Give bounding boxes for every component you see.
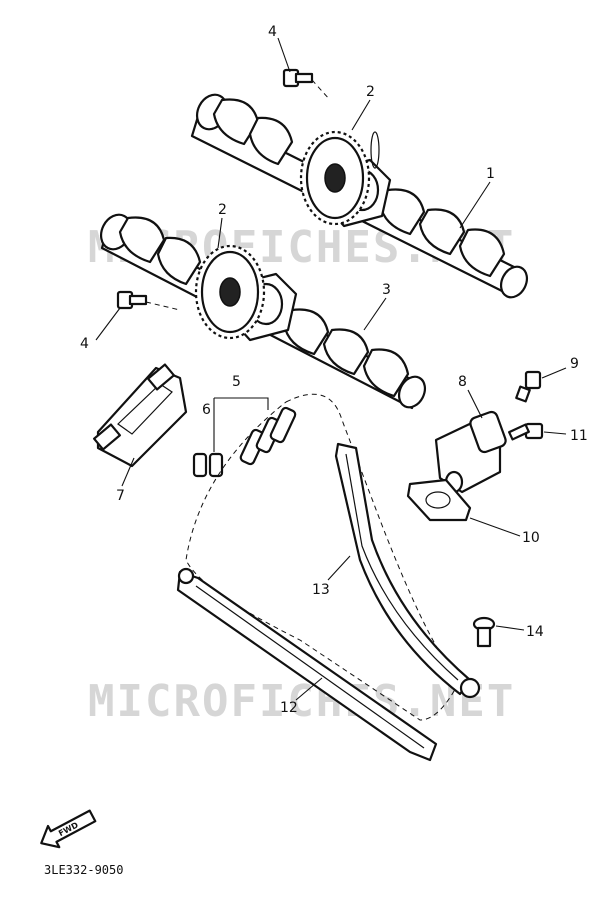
callout-2-upper: 2 (366, 84, 375, 100)
chain-link-set (239, 406, 297, 466)
callout-10: 10 (522, 530, 540, 546)
cam-sprocket-lower (194, 244, 266, 340)
chain-joint-plate (192, 452, 224, 478)
diagram-code: 3LE332-9050 (44, 863, 123, 877)
callout-7: 7 (116, 488, 125, 504)
callout-4-lower: 4 (80, 336, 89, 352)
callout-3: 3 (382, 282, 391, 298)
callout-13: 13 (312, 582, 330, 598)
callout-14: 14 (526, 624, 544, 640)
watermark-lower: MICROFICHES.NET (88, 676, 515, 727)
chain-guide-top (92, 363, 188, 468)
callout-6: 6 (202, 402, 211, 418)
leader-lines (95, 37, 567, 701)
sprocket-bolt-lower (116, 290, 181, 311)
cam-chain-loop (185, 393, 461, 721)
tensioner-mount-bolt (508, 422, 544, 441)
chain-tensioner (434, 410, 507, 494)
callout-2-lower: 2 (218, 202, 227, 218)
callout-numbers: 1 2 2 3 4 4 5 6 7 8 9 10 11 12 13 14 (80, 24, 588, 716)
callout-4-upper: 4 (268, 24, 277, 40)
callout-1: 1 (486, 166, 495, 182)
chain-guide-exhaust-side (176, 567, 438, 762)
chain-guide-bolt (472, 616, 496, 648)
callout-8: 8 (458, 374, 467, 390)
tensioner-gasket (406, 478, 472, 522)
sprocket-bolt-upper (282, 68, 331, 101)
callout-5: 5 (232, 374, 241, 390)
callout-12: 12 (280, 700, 298, 716)
tensioner-cap-bolt (515, 370, 542, 403)
camshaft-lower (99, 213, 427, 410)
chain-guide-tensioner-side (334, 442, 481, 699)
callout-11: 11 (570, 428, 588, 444)
callout-9: 9 (570, 356, 579, 372)
cam-sprocket-upper (299, 130, 380, 226)
forward-arrow-icon: FWD (40, 809, 97, 849)
